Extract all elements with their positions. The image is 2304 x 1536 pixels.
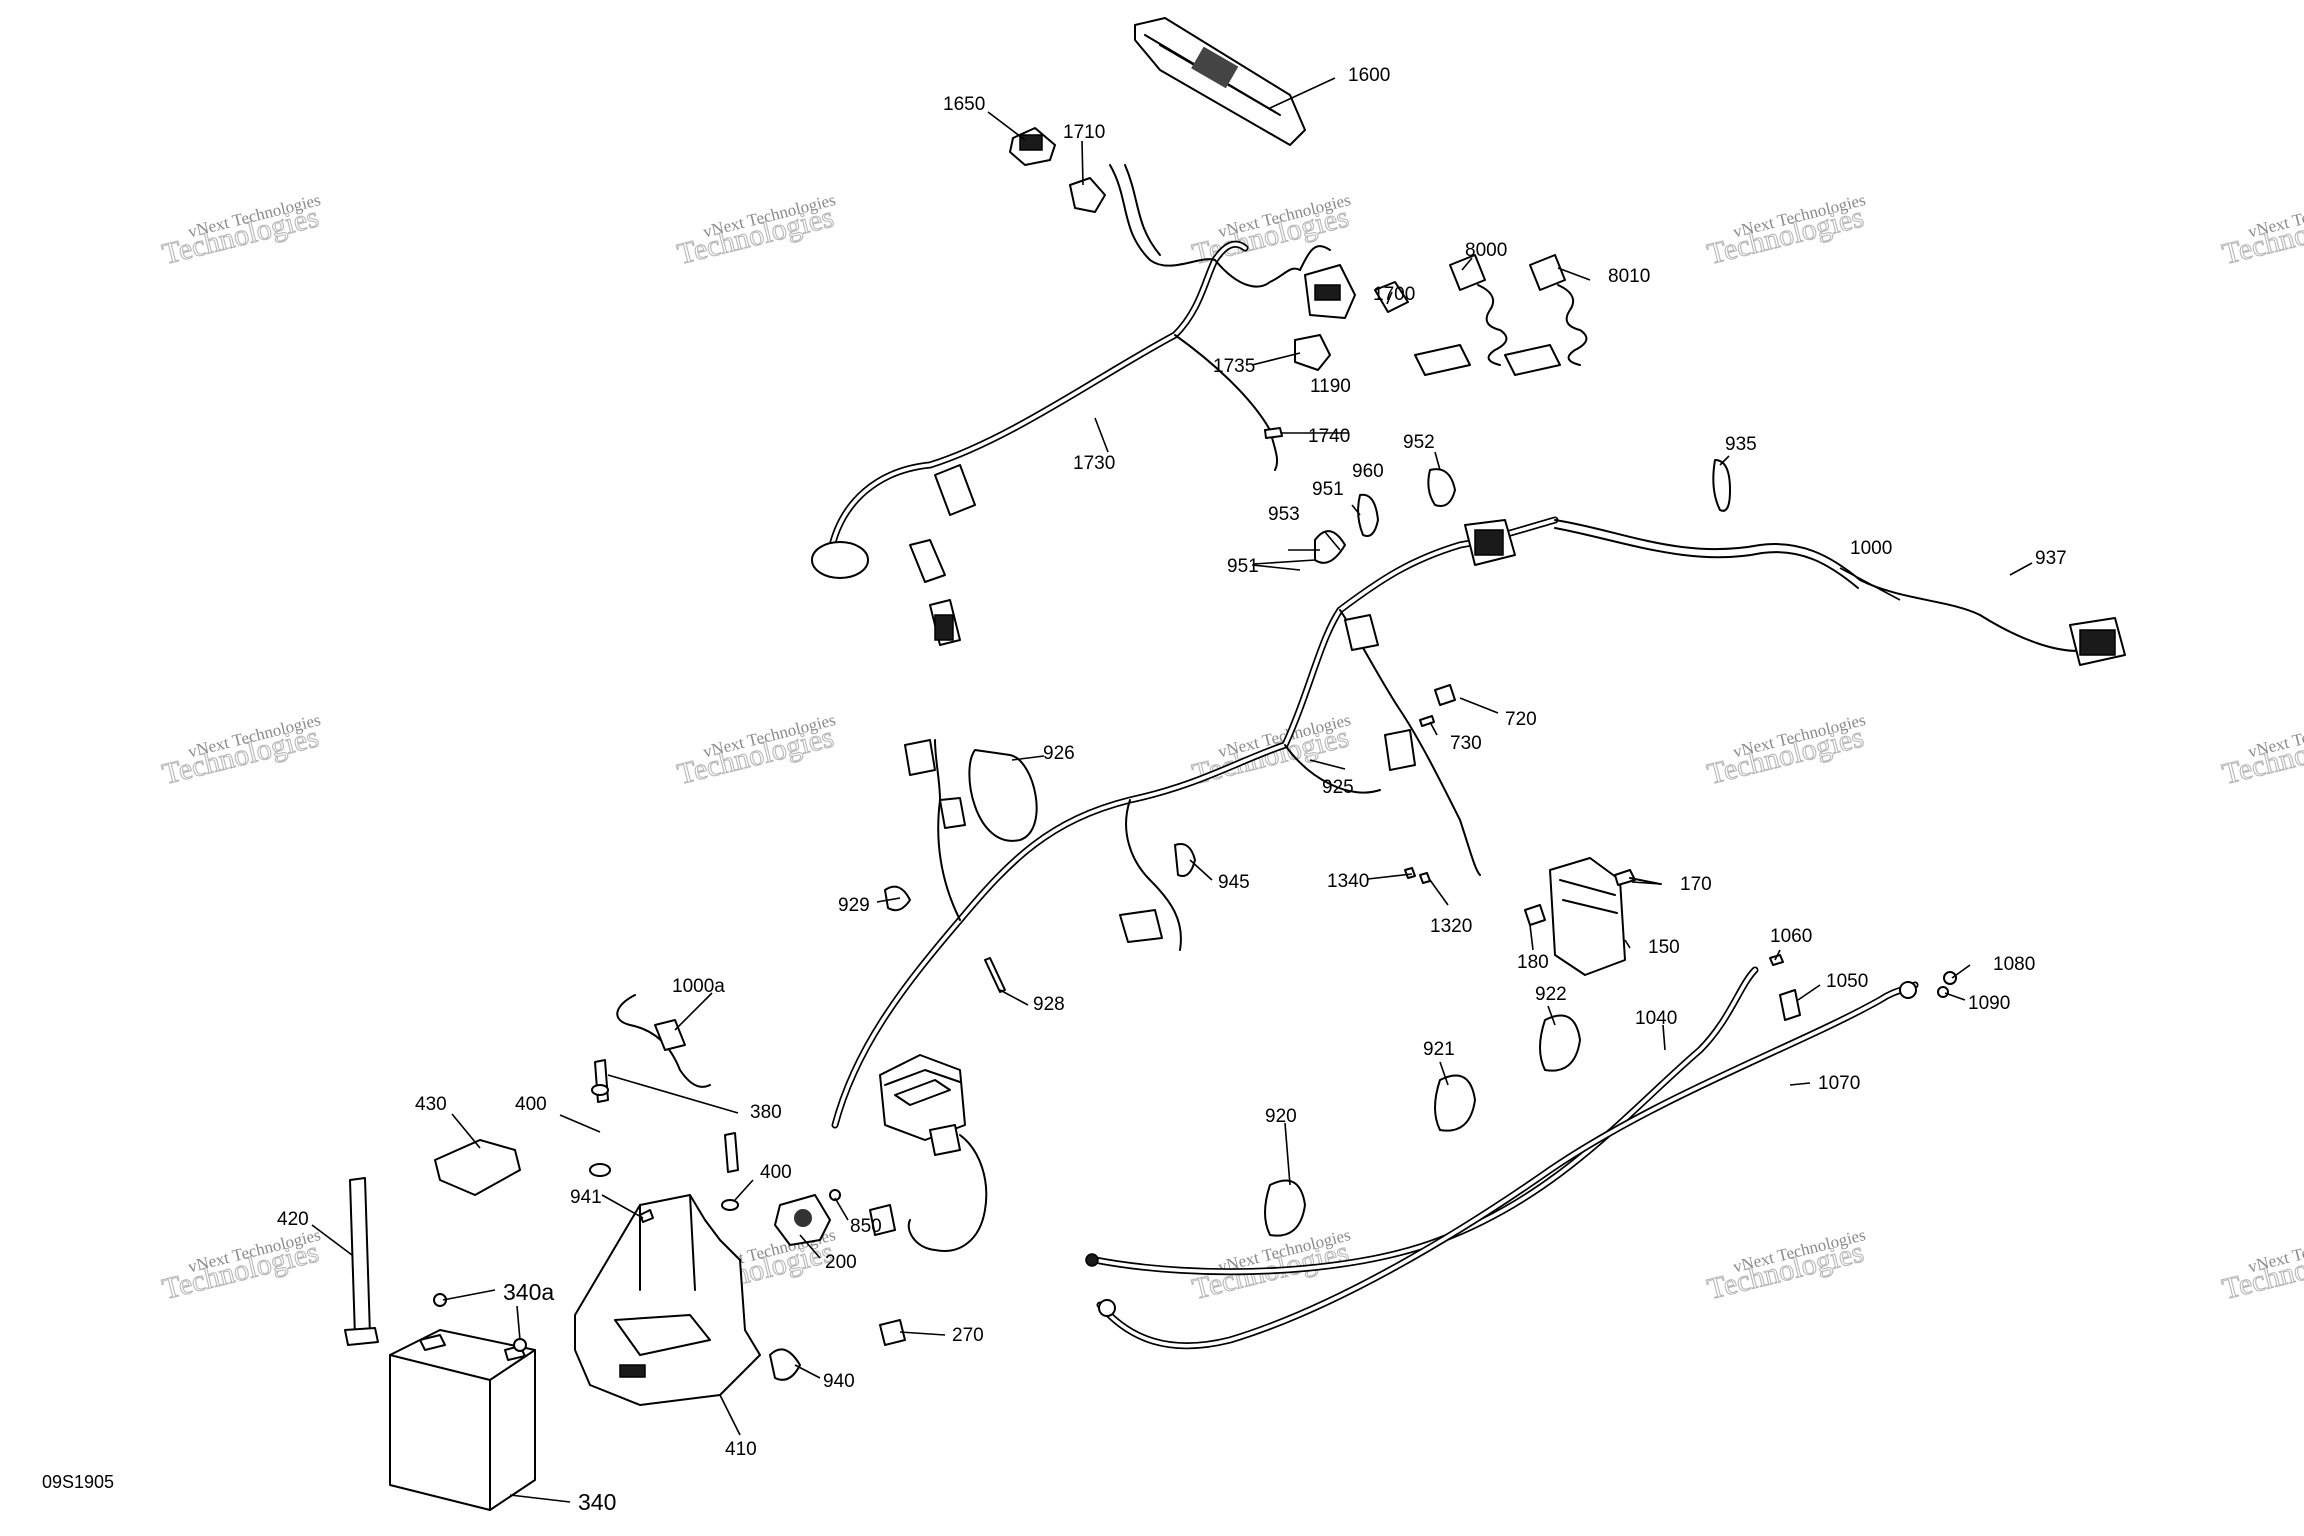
callout-960[interactable]: 960 [1352,461,1384,482]
callout-720[interactable]: 720 [1505,709,1537,730]
main-harness-part[interactable] [831,516,2126,1129]
callout-730[interactable]: 730 [1450,733,1482,754]
callout-1650[interactable]: 1650 [943,94,985,115]
battery-part[interactable] [389,1329,536,1511]
callout-420[interactable]: 420 [277,1209,309,1230]
callout-1340[interactable]: 1340 [1327,871,1369,892]
watermark: Technologies vNext Technologies [159,190,323,271]
gauge-cluster-part[interactable] [1134,17,1306,146]
callout-1050[interactable]: 1050 [1826,971,1868,992]
pin-part[interactable] [1264,427,1283,439]
watermark: Technologies vNext Technologies [674,710,838,791]
callout-270[interactable]: 270 [952,1325,984,1346]
solenoid-part[interactable] [774,1194,831,1246]
leader-lines [311,77,2033,1503]
battery-strap-part[interactable] [344,1177,379,1346]
relay-part[interactable] [1294,334,1331,371]
callout-1070[interactable]: 1070 [1818,1073,1860,1094]
callout-926[interactable]: 926 [1043,743,1075,764]
callout-400b[interactable]: 400 [760,1162,792,1183]
watermark: Technologies vNext Technologies [159,710,323,791]
callout-952[interactable]: 952 [1403,432,1435,453]
voltage-regulator-part[interactable] [1549,857,1626,976]
callout-945[interactable]: 945 [1218,872,1250,893]
callout-1040[interactable]: 1040 [1635,1008,1677,1029]
callout-340[interactable]: 340 [578,1489,616,1515]
watermark: Technologies vNext Technologies [674,190,838,271]
watermark: Technologies vNext Technologies [1704,710,1868,791]
callout-8010[interactable]: 8010 [1608,266,1650,287]
watermark: Technologies vNext Technologies [2219,710,2304,791]
callout-1090[interactable]: 1090 [1968,993,2010,1014]
callout-920[interactable]: 920 [1265,1106,1297,1127]
callout-928[interactable]: 928 [1033,994,1065,1015]
battery-tray-part[interactable] [574,1194,761,1406]
callout-380[interactable]: 380 [750,1102,782,1123]
callout-170[interactable]: 170 [1680,874,1712,895]
callout-937[interactable]: 937 [2035,548,2067,569]
fastener-parts[interactable] [433,684,1957,1352]
callout-953[interactable]: 953 [1268,504,1300,525]
callout-951b[interactable]: 951 [1227,556,1259,577]
callout-400a[interactable]: 400 [515,1094,547,1115]
callout-labels: 1600 1650 1710 8000 8010 1700 1735 1190 … [277,65,2067,1515]
callout-929[interactable]: 929 [838,895,870,916]
callout-1080[interactable]: 1080 [1993,954,2035,975]
callout-180[interactable]: 180 [1517,952,1549,973]
coil-cord-8000-part[interactable] [1414,254,1508,376]
callout-1735[interactable]: 1735 [1213,356,1255,377]
callout-150[interactable]: 150 [1648,937,1680,958]
watermark: Technologies vNext Technologies [1704,190,1868,271]
callout-1060[interactable]: 1060 [1770,926,1812,947]
fuse-box-part[interactable] [879,1054,988,1252]
callout-940[interactable]: 940 [823,1371,855,1392]
upper-harness-part[interactable] [811,164,1331,646]
callout-922[interactable]: 922 [1535,984,1567,1005]
watermark: Technologies vNext Technologies [2219,1225,2304,1306]
connector-part[interactable] [1069,177,1106,213]
callout-340a[interactable]: 340a [503,1279,554,1305]
callout-1730[interactable]: 1730 [1073,453,1115,474]
battery-cable-1070-part[interactable] [1096,981,1919,1350]
callout-1000[interactable]: 1000 [1850,538,1892,559]
coil-cord-8010-part[interactable] [1504,254,1588,376]
battery-cover-part[interactable] [434,1139,521,1196]
callout-941[interactable]: 941 [570,1187,602,1208]
callout-850[interactable]: 850 [850,1216,882,1237]
callout-410[interactable]: 410 [725,1439,757,1460]
figure-reference-code: 09S1905 [42,1472,114,1492]
callout-1000a[interactable]: 1000a [672,976,725,997]
callout-925[interactable]: 925 [1322,777,1354,798]
callout-430[interactable]: 430 [415,1094,447,1115]
cable-tie-parts[interactable] [769,459,1731,1381]
callout-1740[interactable]: 1740 [1308,426,1350,447]
watermark: Technologies vNext Technologies [1704,1225,1868,1306]
parts-layer [344,17,2126,1511]
callout-200[interactable]: 200 [825,1252,857,1273]
callout-951a[interactable]: 951 [1312,479,1344,500]
regulator-connector-part[interactable] [1304,264,1356,319]
watermark: Technologies vNext Technologies [2219,190,2304,271]
battery-cable-1040-part[interactable] [1085,966,1759,1276]
sensor-part[interactable] [1374,281,1409,313]
callout-1600[interactable]: 1600 [1348,65,1390,86]
callout-1190[interactable]: 1190 [1310,376,1351,397]
callout-1320[interactable]: 1320 [1430,916,1472,937]
callout-935[interactable]: 935 [1725,434,1757,455]
callout-921[interactable]: 921 [1423,1039,1455,1060]
callout-1700[interactable]: 1700 [1373,284,1415,305]
callout-8000[interactable]: 8000 [1465,240,1507,261]
callout-1710[interactable]: 1710 [1063,122,1105,143]
watermark: Technologies vNext Technologies [159,1225,323,1306]
